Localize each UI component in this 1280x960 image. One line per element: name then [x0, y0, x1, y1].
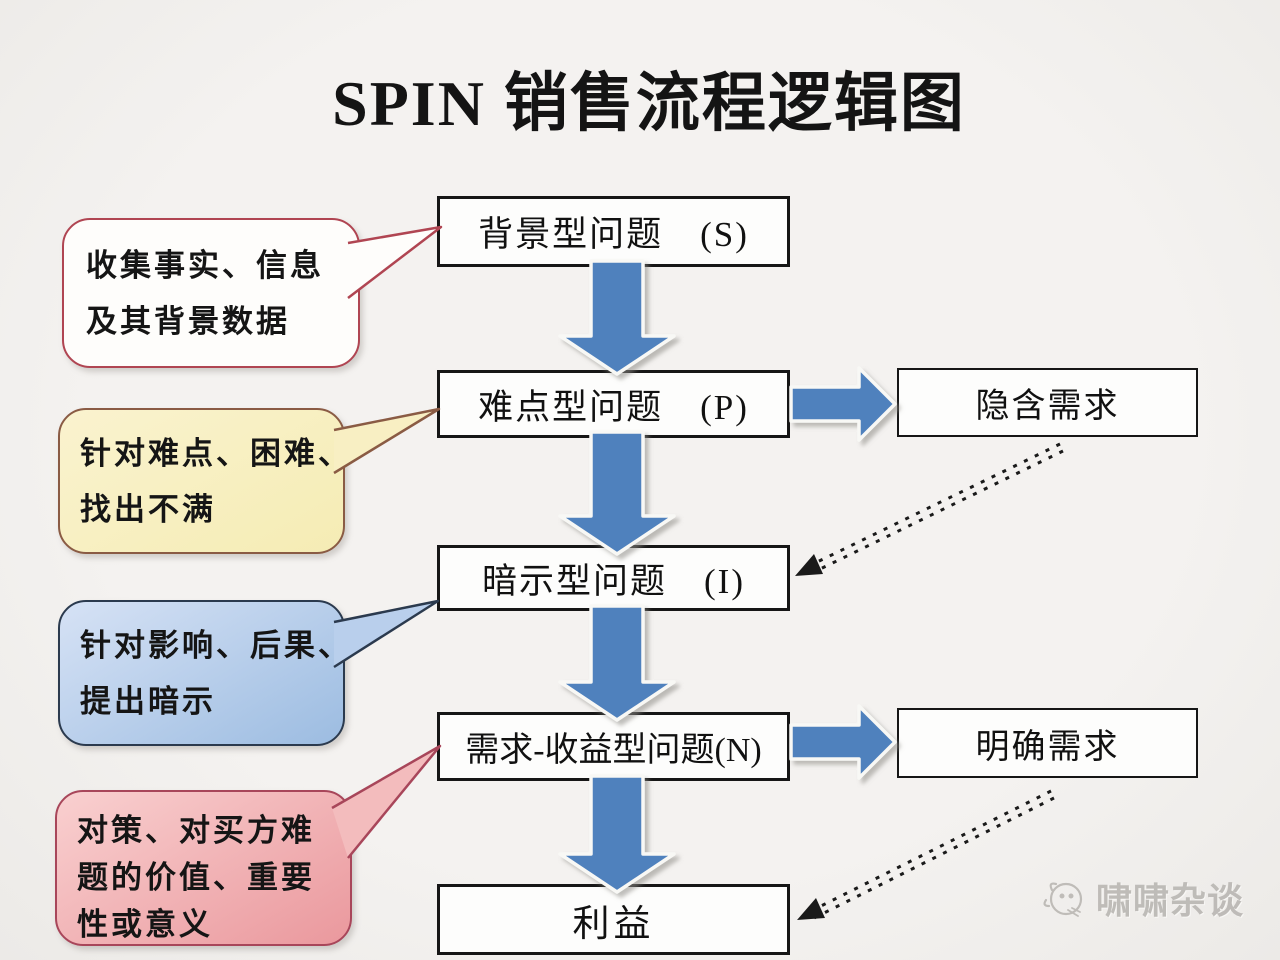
watermark-text: 啸啸杂谈: [1096, 881, 1245, 921]
stage-label-implication: 暗示型问题 (I): [482, 561, 745, 601]
outcome-box-explicit-need: 明确需求: [897, 708, 1198, 778]
stage-box-benefit: 利益: [437, 884, 790, 955]
dashed-arrowhead-implication: [795, 554, 823, 576]
down-arrow-situation-to-problem: [558, 259, 676, 376]
callout-problem-line1: 针对难点、困难、: [80, 436, 352, 471]
callout-situation-line2: 及其背景数据: [86, 304, 290, 339]
down-arrow-problem-to-implication: [558, 430, 676, 556]
dashed-arrowhead-benefit: [797, 898, 825, 920]
callout-need-payoff-line2: 题的价值、重要: [77, 860, 315, 895]
outcome-box-implied-need: 隐含需求: [897, 368, 1198, 437]
right-arrow-problem-to-implied-need: [789, 366, 897, 442]
stage-label-need-payoff: 需求-收益型问题(N): [465, 732, 762, 769]
callout-tail-situation: [348, 227, 441, 298]
down-arrow-need-payoff-to-benefit: [558, 774, 676, 894]
dashed-arrow-implied-to-implication-a: [811, 449, 1064, 575]
callout-implication-line1: 针对影响、后果、: [80, 628, 352, 663]
dashed-arrow-implied-to-implication-b: [808, 442, 1061, 568]
watermark: 啸啸杂谈: [1038, 872, 1244, 924]
callout-problem-line2: 找出不满: [80, 492, 216, 527]
down-arrow-implication-to-need-payoff: [558, 604, 676, 722]
callout-need-payoff: 对策、对买方难 题的价值、重要 性或意义: [55, 790, 352, 946]
stage-label-benefit: 利益: [572, 903, 655, 945]
callout-need-payoff-line1: 对策、对买方难: [77, 813, 315, 848]
stage-box-implication: 暗示型问题 (I): [437, 545, 790, 611]
dashed-arrow-explicit-to-benefit-b: [810, 789, 1052, 913]
right-arrow-need-payoff-to-explicit-need: [789, 704, 897, 780]
outcome-label-explicit-need: 明确需求: [975, 728, 1120, 766]
callout-implication: 针对影响、后果、 提出暗示: [58, 600, 352, 746]
pig-face-icon: [1043, 882, 1083, 917]
callout-implication-line2: 提出暗示: [80, 684, 216, 719]
callout-problem: 针对难点、困难、 找出不满: [58, 408, 352, 554]
stage-label-problem: 难点型问题 (P): [478, 387, 749, 427]
callout-situation-line1: 收集事实、信息: [86, 248, 324, 283]
stage-box-situation: 背景型问题 (S): [437, 196, 790, 267]
dashed-arrow-explicit-to-benefit-a: [813, 796, 1055, 920]
diagram-title: SPIN 销售流程逻辑图: [332, 68, 966, 139]
callout-need-payoff-line3: 性或意义: [77, 907, 213, 942]
callout-situation: 收集事实、信息 及其背景数据: [62, 218, 360, 368]
outcome-label-implied-need: 隐含需求: [975, 388, 1120, 425]
stage-box-problem: 难点型问题 (P): [437, 370, 790, 438]
stage-label-situation: 背景型问题 (S): [478, 215, 749, 254]
stage-box-need-payoff: 需求-收益型问题(N): [437, 712, 790, 781]
